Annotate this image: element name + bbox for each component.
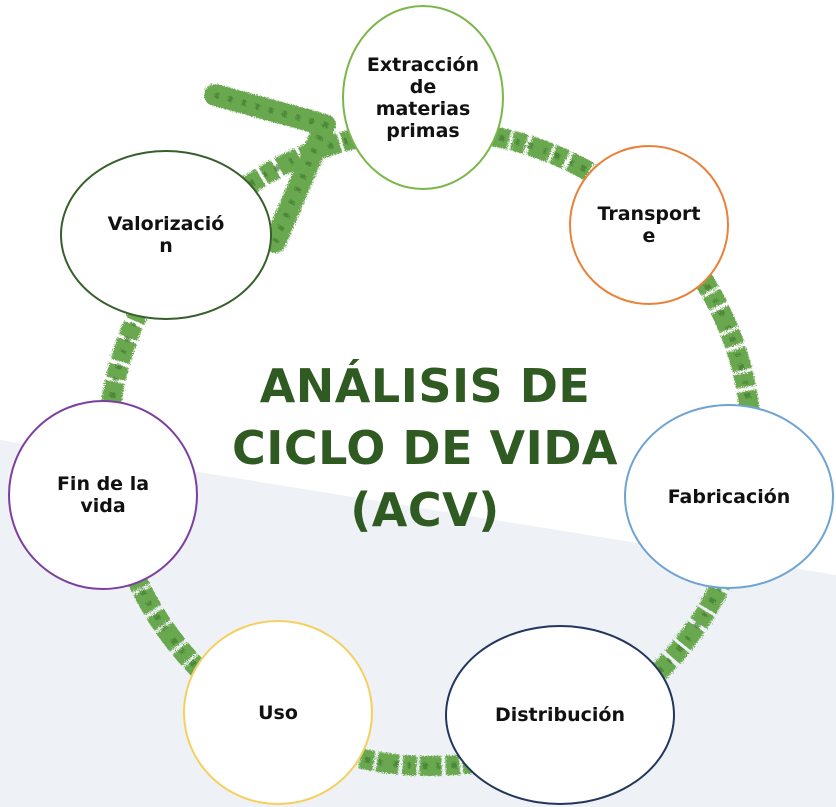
stage-valorizacion-node: Valorizació n xyxy=(60,150,272,320)
stage-transporte-node: Transport e xyxy=(569,145,729,305)
stage-transporte-label: Transport e xyxy=(597,203,701,247)
diagram-title: ANÁLISIS DE CICLO DE VIDA (ACV) xyxy=(230,355,620,541)
stage-uso-label: Uso xyxy=(258,701,298,724)
stage-valorizacion-label: Valorizació n xyxy=(107,213,225,257)
title-line-3: (ACV) xyxy=(350,483,500,537)
stage-uso-node: Uso xyxy=(183,620,373,805)
stage-fin-vida-node: Fin de la vida xyxy=(8,400,198,590)
stage-fabricacion-label: Fabricación xyxy=(667,485,791,508)
stage-extraccion-node: Extracción de materias primas xyxy=(342,5,504,190)
stage-fin-vida-label: Fin de la vida xyxy=(56,473,150,517)
stage-distribucion-label: Distribución xyxy=(494,704,626,726)
stage-extraccion-label: Extracción de materias primas xyxy=(366,53,480,142)
arrow-head-icon xyxy=(204,84,336,253)
stage-distribucion-node: Distribución xyxy=(445,625,675,805)
title-line-1: ANÁLISIS DE xyxy=(259,359,591,413)
title-line-2: CICLO DE VIDA xyxy=(231,421,619,475)
stage-fabricacion-node: Fabricación xyxy=(624,404,834,589)
